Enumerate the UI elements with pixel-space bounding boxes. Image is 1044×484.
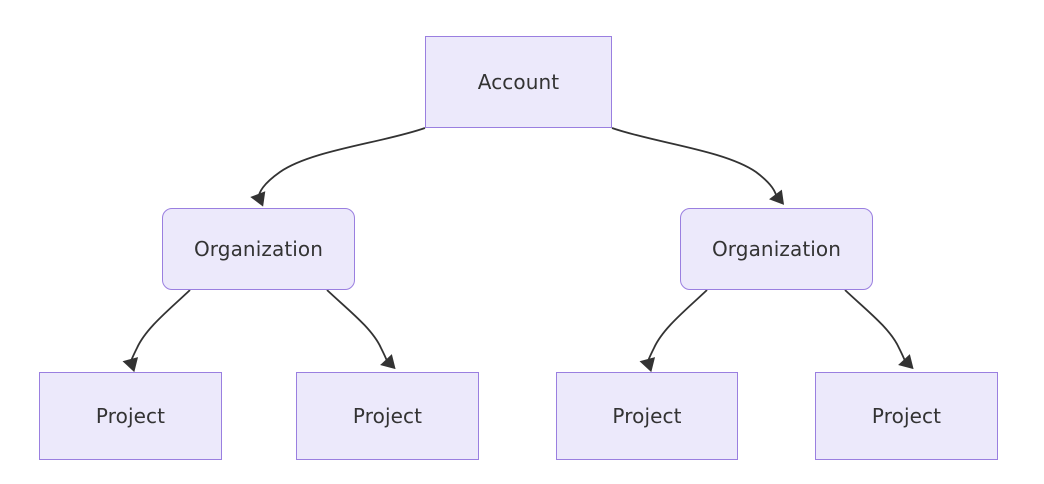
edge-org-right-to-project-4 <box>844 289 914 370</box>
node-project-3-label: Project <box>612 404 682 428</box>
node-project-2[interactable]: Project <box>296 372 479 460</box>
node-organization-left-label: Organization <box>193 237 324 261</box>
edge-org-right-to-project-3 <box>639 289 708 373</box>
node-project-2-label: Project <box>352 404 423 428</box>
node-project-4-label: Project <box>871 404 942 428</box>
edge-account-to-org-left <box>250 127 426 207</box>
node-account[interactable]: Account <box>425 36 612 128</box>
node-project-3[interactable]: Project <box>556 372 738 460</box>
node-organization-left[interactable]: Organization <box>162 208 355 290</box>
node-project-1-label: Project <box>95 404 166 428</box>
edge-org-left-to-project-1 <box>122 289 191 373</box>
node-project-4[interactable]: Project <box>815 372 998 460</box>
node-project-1[interactable]: Project <box>39 372 222 460</box>
node-organization-right-label: Organization <box>711 237 842 261</box>
node-organization-right[interactable]: Organization <box>680 208 873 290</box>
node-account-label: Account <box>477 70 560 94</box>
edge-org-left-to-project-2 <box>326 289 396 370</box>
edge-account-to-org-right <box>611 127 785 205</box>
